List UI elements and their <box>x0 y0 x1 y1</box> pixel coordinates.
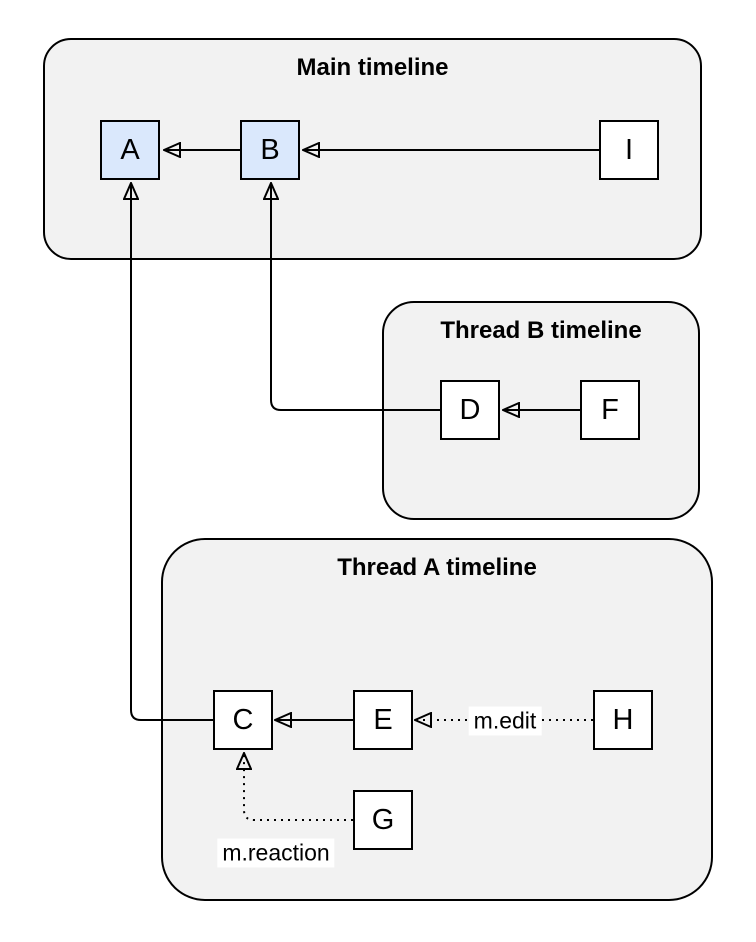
node-E: E <box>353 690 413 750</box>
node-H: H <box>593 690 653 750</box>
node-H-label: H <box>612 703 634 736</box>
edge-g-to-c-dotted <box>244 754 353 821</box>
edge-d-to-b <box>271 184 440 411</box>
node-G: G <box>353 790 413 850</box>
edge-label-m-reaction: m.reaction <box>217 838 335 868</box>
node-B-label: B <box>260 133 280 166</box>
node-D-label: D <box>459 393 481 426</box>
container-title-thread-a-timeline: Thread A timeline <box>337 554 537 581</box>
node-F: F <box>580 380 640 440</box>
node-E-label: E <box>373 703 393 736</box>
container-title-thread-b-timeline: Thread B timeline <box>440 317 642 344</box>
node-C-label: C <box>232 703 254 736</box>
node-D: D <box>440 380 500 440</box>
node-I: I <box>599 120 659 180</box>
node-F-label: F <box>601 393 619 426</box>
edge-c-to-a <box>131 184 213 721</box>
node-A-label: A <box>120 133 140 166</box>
container-title-main-timeline: Main timeline <box>296 54 449 81</box>
node-B: B <box>240 120 300 180</box>
node-A: A <box>100 120 160 180</box>
node-I-label: I <box>624 133 634 166</box>
node-G-label: G <box>371 803 395 836</box>
edge-label-m-edit: m.edit <box>468 706 542 736</box>
node-C: C <box>213 690 273 750</box>
